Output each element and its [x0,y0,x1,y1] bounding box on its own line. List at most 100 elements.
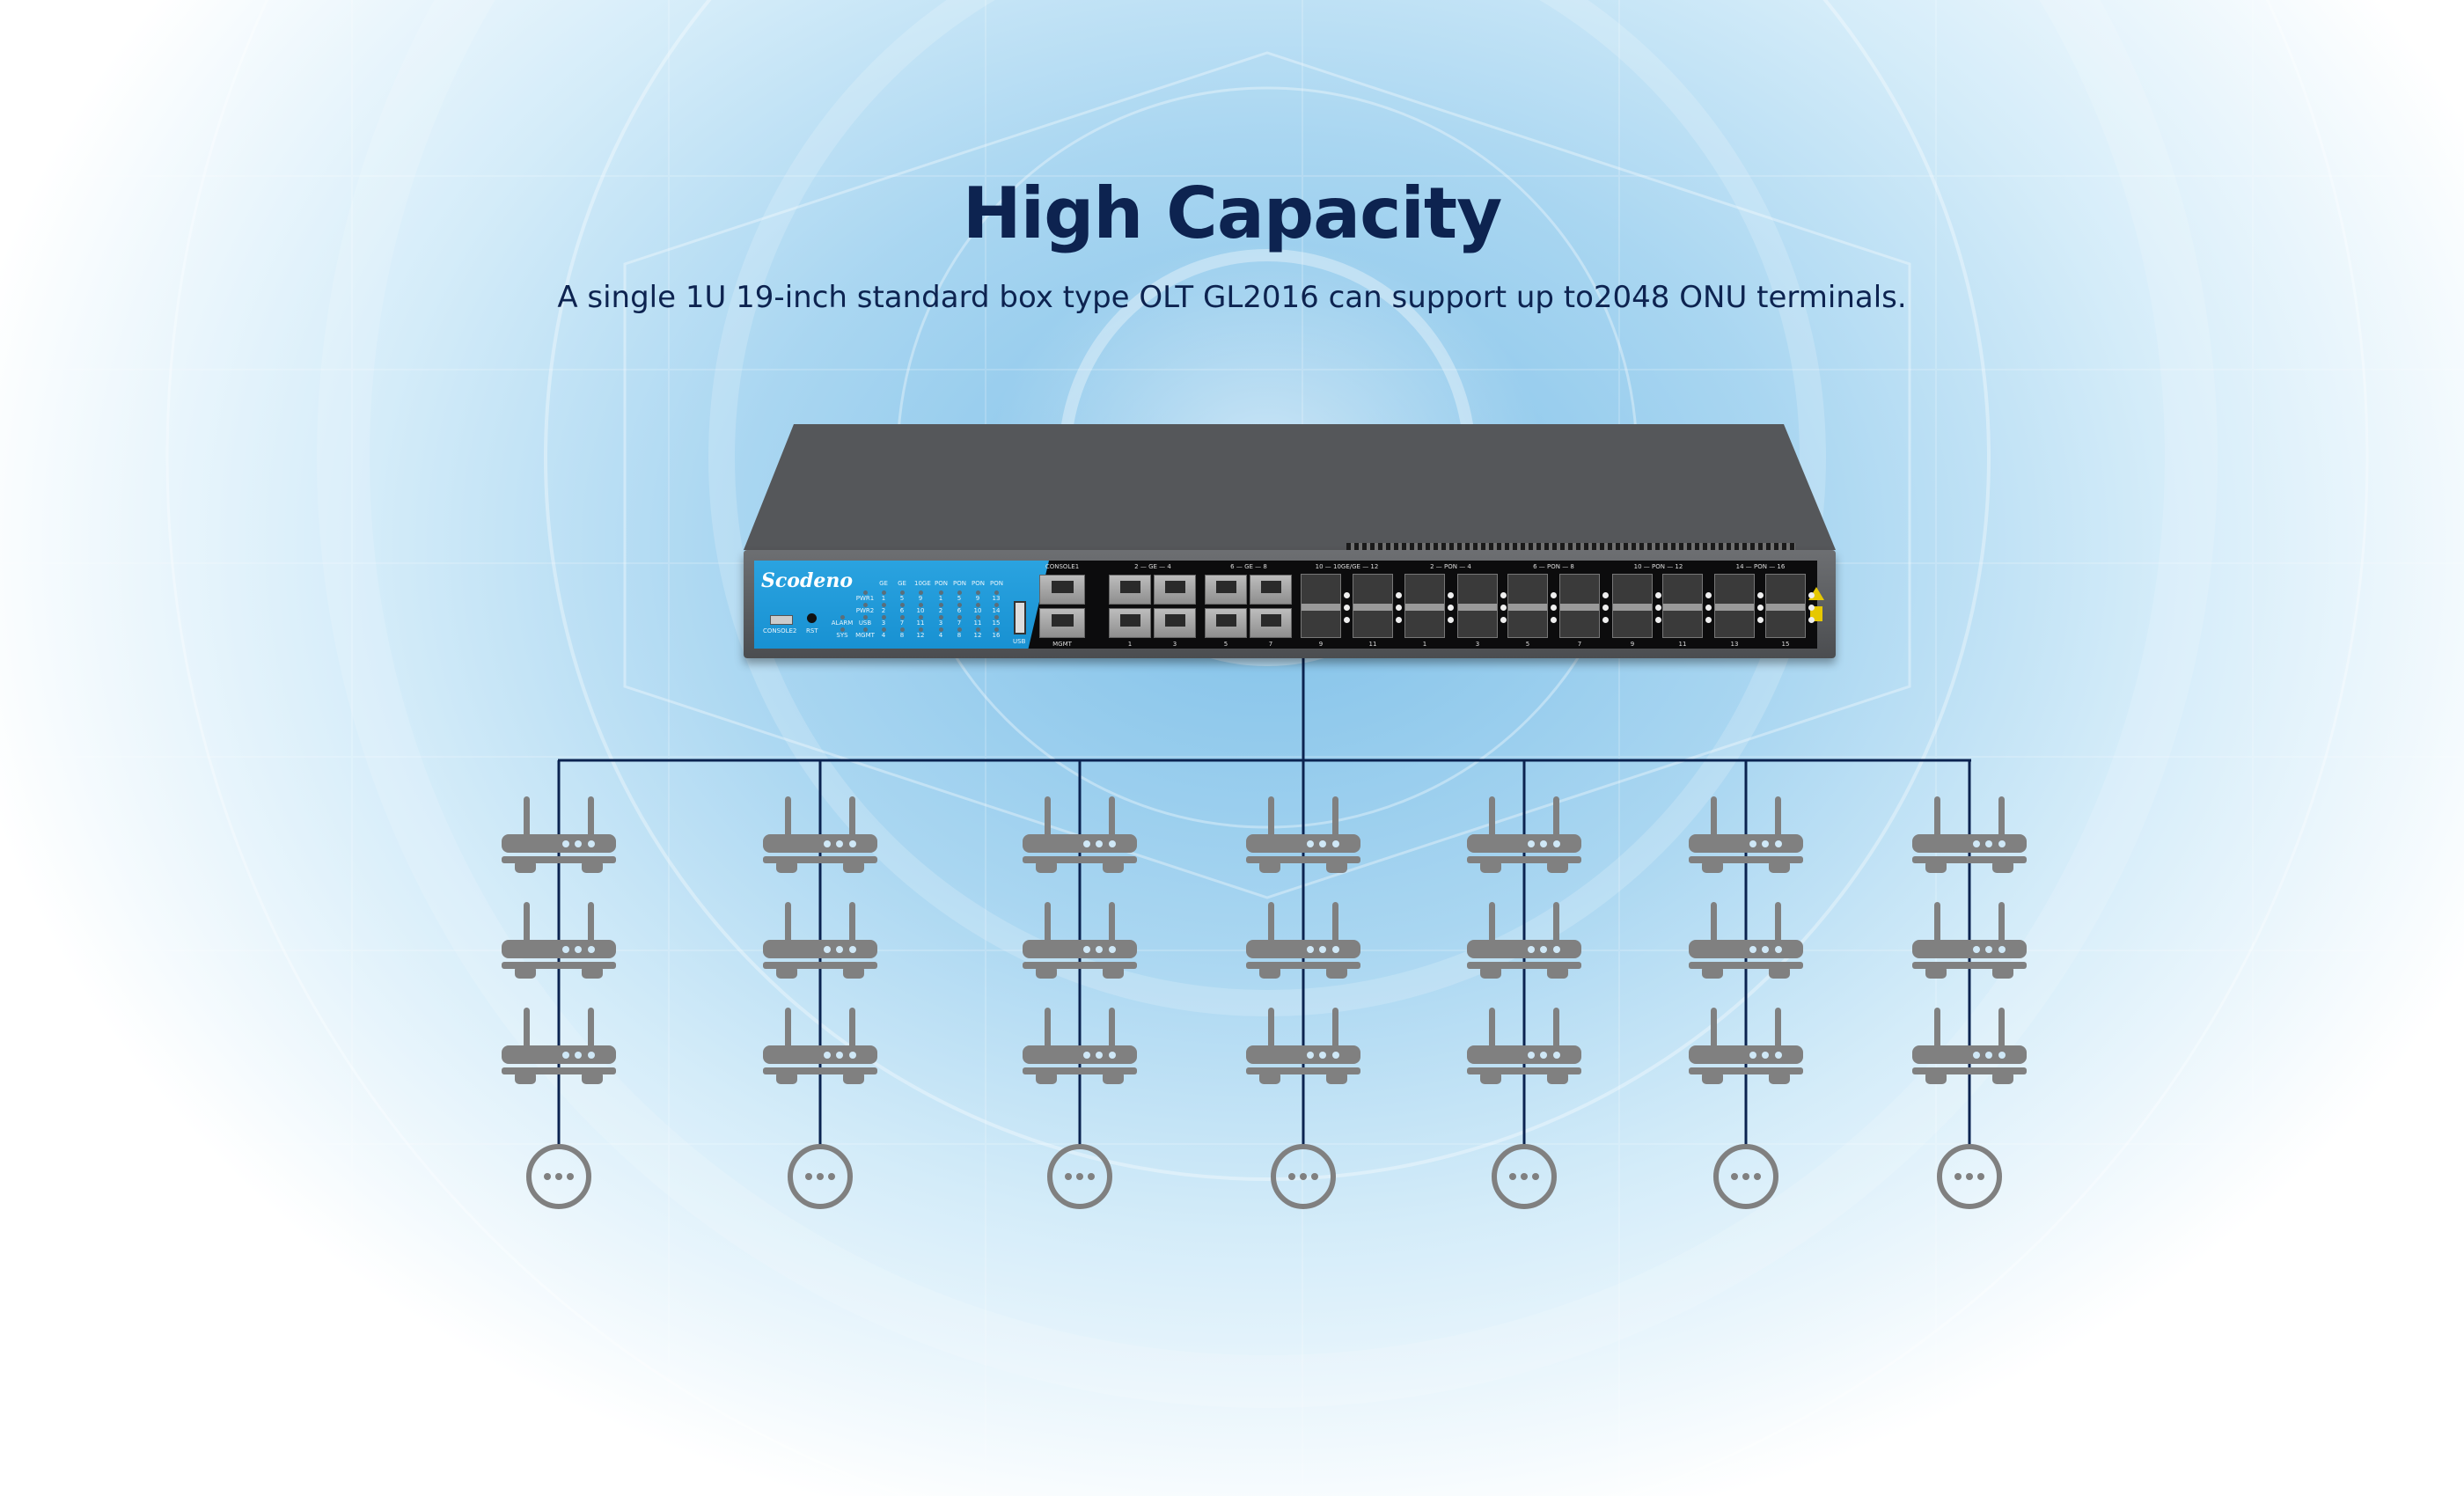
status-led [957,603,962,607]
onu-router-icon [502,902,616,979]
sfp-port-number: 9 [1318,641,1324,648]
port-led [1448,617,1454,623]
sfp-cage[interactable] [1404,574,1445,638]
sfp-cage[interactable] [1507,574,1548,638]
mgmt-port[interactable] [1039,608,1085,638]
port-led [1705,605,1712,611]
port-led [1655,592,1661,598]
ge-port[interactable] [1109,575,1151,605]
status-led [840,627,845,632]
ge-port[interactable] [1205,575,1247,605]
sfp-divider [1766,604,1805,611]
sfp-group-label: 2 — PON — 4 [1430,563,1471,570]
sfp-cage[interactable] [1559,574,1600,638]
more-onus-icon [1492,1144,1557,1209]
port-led [1705,617,1712,623]
led-number: 5 [899,595,905,602]
led-column-header: 10GE [914,580,931,587]
port-led [1757,592,1764,598]
mgmt-label: MGMT [1052,641,1072,648]
status-led [900,603,905,607]
led-number: 5 [957,595,962,602]
status-led [919,627,923,632]
status-led [939,603,943,607]
led-column-header: GE [879,580,888,587]
sfp-port-number: 13 [1730,641,1739,648]
led-column-header: PON [972,580,985,587]
console1-port[interactable] [1039,575,1085,605]
status-led [994,627,999,632]
status-led [919,590,923,595]
sfp-port-number: 15 [1781,641,1790,648]
ge-port-number: 1 [1127,641,1133,648]
onu-router-icon [1023,796,1137,873]
status-led [882,590,886,595]
onu-router-icon [1246,1008,1360,1084]
status-led [994,615,999,620]
onu-router-icon [1023,902,1137,979]
onu-router-icon [1689,902,1803,979]
sfp-group-label: 10 — PON — 12 [1633,563,1683,570]
sfp-cage[interactable] [1353,574,1393,638]
port-led [1551,605,1557,611]
status-led [976,603,980,607]
led-number: 8 [957,632,962,639]
ge-port[interactable] [1205,608,1247,638]
status-label: MGMT [855,632,875,639]
sfp-port-number: 9 [1630,641,1635,648]
reset-button[interactable] [807,613,817,623]
status-led [863,603,868,607]
sfp-cage[interactable] [1301,574,1341,638]
more-onus-icon [788,1144,853,1209]
status-led [957,615,962,620]
port-led [1344,605,1350,611]
ge-port-number: 7 [1268,641,1273,648]
olt-device: Scodeno CONSOLE2 RST USB CONSOLE1 MGMT G… [744,543,1836,658]
ge-port[interactable] [1154,575,1196,605]
sfp-cage[interactable] [1765,574,1806,638]
port-led [1655,617,1661,623]
usb-port[interactable] [1014,601,1026,634]
onu-router-icon [1467,1008,1581,1084]
console2-port[interactable] [770,615,793,625]
onu-router-icon [763,1008,877,1084]
ge-port[interactable] [1250,575,1292,605]
led-number: 3 [938,620,943,627]
ge-port[interactable] [1154,608,1196,638]
port-led [1808,617,1815,623]
led-number: 4 [938,632,943,639]
sfp-divider [1458,604,1497,611]
onu-router-icon [1912,796,2027,873]
sfp-divider [1613,604,1652,611]
port-led [1602,592,1609,598]
onu-branch [1246,760,1360,1209]
onu-router-icon [1912,902,2027,979]
status-led [939,590,943,595]
onu-router-icon [1246,796,1360,873]
led-number: 8 [899,632,905,639]
sfp-divider [1560,604,1599,611]
ge-port[interactable] [1250,608,1292,638]
led-column-header: PON [935,580,948,587]
onu-router-icon [1912,1008,2027,1084]
port-led [1396,605,1402,611]
sfp-cage[interactable] [1457,574,1498,638]
onu-branch [763,760,877,1209]
onu-router-icon [1689,1008,1803,1084]
sfp-port-number: 11 [1368,641,1377,648]
ge-port[interactable] [1109,608,1151,638]
sfp-divider [1353,604,1392,611]
onu-branch [1023,760,1137,1209]
sfp-cage[interactable] [1662,574,1703,638]
status-led [863,590,868,595]
ge-port-number: 5 [1223,641,1228,648]
sfp-cage[interactable] [1612,574,1653,638]
led-number: 1 [938,595,943,602]
ge-group-label: 6 — GE — 8 [1230,563,1267,570]
sfp-port-number: 3 [1475,641,1480,648]
status-led [976,615,980,620]
status-label: PWR1 [855,595,875,602]
sfp-cage[interactable] [1714,574,1755,638]
port-led [1500,592,1507,598]
onu-router-icon [1689,796,1803,873]
